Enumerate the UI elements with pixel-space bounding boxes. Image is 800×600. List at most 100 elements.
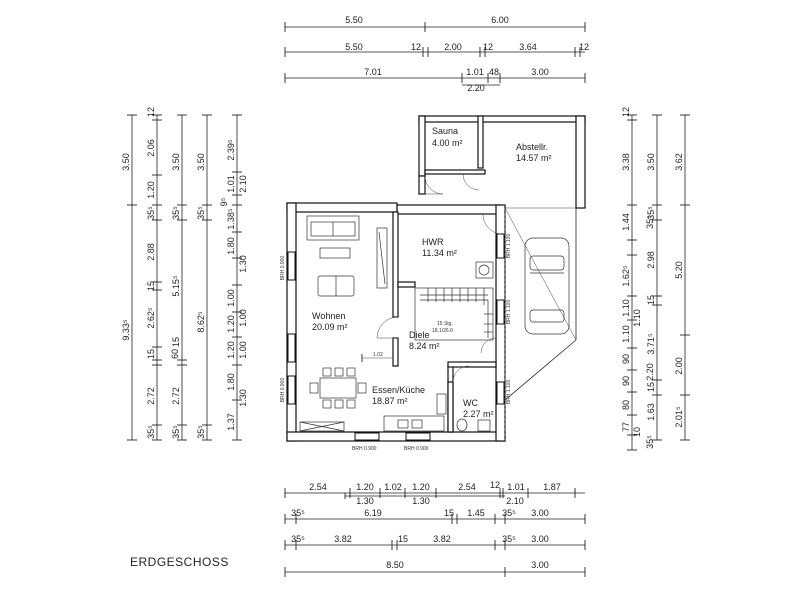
brh-label: BRH 0.900: [280, 378, 286, 403]
dim-left-2: 35⁵: [171, 206, 181, 220]
dim-bottom-3: 15: [398, 534, 408, 544]
dim-left-1: 12: [146, 107, 156, 117]
room-essen-name: Essen/Küche: [372, 385, 425, 395]
dim-right-2: 35⁵: [646, 206, 656, 220]
dim-bottom-3: 35⁵: [291, 534, 305, 544]
stairs-label: 18.1/26.6: [432, 328, 453, 334]
dim-top-3: 3.00: [531, 67, 549, 77]
dim-left-1b: 3.50: [121, 153, 131, 171]
dim-left-2: 5.15⁵: [171, 275, 181, 297]
dim-right-1: 80: [621, 400, 631, 410]
car-icon: [524, 237, 570, 335]
right-dimensions: 12 3.38 1.44 35⁵ 1.62⁵ 1.10 1.10 90 2.20…: [621, 107, 690, 451]
dim-top-1: 6.00: [491, 15, 509, 25]
dim-left-4: 1.00: [238, 341, 248, 359]
dim-bottom-1-sub: 2.10: [506, 496, 524, 506]
left-dimensions: 12 2.06 1.20 35⁵ 2.88 15 2.62⁵ 15 60 2.7…: [121, 107, 248, 441]
dim-bottom-1-sub: 1.30: [356, 496, 374, 506]
dim-right-2: 1.10: [632, 309, 642, 327]
dim-top-2: 3.64: [519, 42, 537, 52]
dim-right-1: 35⁵: [645, 215, 655, 229]
dim-bottom-2: 15: [444, 508, 454, 518]
room-wohnen-name: Wohnen: [312, 311, 345, 321]
dim-left-1: 60: [170, 349, 180, 359]
brh-label: BRH 0.900: [280, 256, 286, 281]
dim-left-4: 2.10: [238, 175, 248, 193]
diele-width-label: 1.02: [373, 352, 383, 358]
stairs-label: 15 Stg.: [437, 321, 453, 327]
dim-left-1: 15: [146, 281, 156, 291]
floor-title: ERDGESCHOSS: [130, 555, 229, 569]
kitchen-counter: [383, 415, 445, 432]
dim-top-2: 12: [483, 42, 493, 52]
dim-right-3: 5.20: [674, 261, 684, 279]
dim-right-2: 15: [646, 295, 656, 305]
dim-bottom-2: 35⁵: [502, 508, 516, 518]
dim-bottom-1-sub: 1.30: [412, 496, 430, 506]
sofa: [306, 215, 360, 241]
dim-right-1: 90: [621, 354, 631, 364]
room-wohnen-area: 20.09 m²: [312, 322, 348, 332]
dim-top-3: 48: [489, 67, 499, 77]
dim-left-3: 35⁵: [196, 206, 206, 220]
dim-top-2: 12: [411, 42, 421, 52]
dim-bottom-2: 3.00: [531, 508, 549, 518]
dim-bottom-4: 3.00: [531, 560, 549, 570]
dim-left-1: 15: [146, 349, 156, 359]
room-labels: Sauna 4.00 m² Abstellr. 14.57 m² HWR 11.…: [280, 126, 552, 452]
dim-left-3: 35⁵: [196, 425, 206, 439]
dim-top-3-sub: 2.20: [467, 83, 485, 93]
dim-bottom-1: 2.54: [458, 482, 476, 492]
dim-left-1: 2.88: [146, 243, 156, 261]
dim-right-2: 3.50: [646, 153, 656, 171]
dim-left-4: 1.37: [226, 413, 236, 431]
dim-right-1: 77: [621, 422, 631, 432]
dim-bottom-1: 1.87: [543, 482, 561, 492]
dim-bottom-1: 1.20: [412, 482, 430, 492]
room-hwr-area: 11.34 m²: [422, 248, 457, 258]
dim-left-1: 2.62⁵: [146, 307, 156, 329]
dim-right-2: 3.71⁵: [646, 333, 656, 355]
room-abstellr-name: Abstellr.: [516, 142, 548, 152]
dim-top-3: 7.01: [364, 67, 382, 77]
dim-left-1: 2.06: [146, 139, 156, 157]
dim-right-2: 1.63: [646, 403, 656, 421]
sideboard: [299, 421, 345, 432]
dim-left-4: 1.00: [226, 289, 236, 307]
dim-left-4: 1.20: [226, 315, 236, 333]
dim-left-4: 1.80: [226, 373, 236, 391]
dim-right-3: 2.00: [674, 357, 684, 375]
dim-bottom-1: 12: [490, 480, 500, 490]
brh-label: BRH 1.100: [506, 380, 512, 405]
dim-top-2: 12: [579, 42, 589, 52]
dim-left-4: 1.00: [238, 309, 248, 327]
toilet-icon: [456, 418, 468, 432]
dim-left-4: 1.38⁵: [226, 208, 236, 230]
dim-top-3: 1.01: [466, 67, 484, 77]
dim-left-4: 1.30: [238, 255, 248, 273]
dim-bottom-1: 1.20: [356, 482, 374, 492]
room-diele-area: 8.24 m²: [409, 341, 440, 351]
dim-left-3: 9⁵: [219, 197, 229, 206]
dim-right-1: 3.38: [621, 153, 631, 171]
dim-bottom-3: 3.82: [433, 534, 451, 544]
dim-bottom-1: 1.01: [507, 482, 525, 492]
dim-bottom-3: 3.82: [334, 534, 352, 544]
brh-label: BRH 0.900: [404, 446, 429, 452]
dim-bottom-2: 1.45: [467, 508, 485, 518]
top-dimensions: 5.50 6.00 5.50 12 2.00 12 3.64 12 7.01 1…: [284, 15, 589, 93]
dim-top-2: 2.00: [444, 42, 462, 52]
room-diele-name: Diele: [409, 330, 430, 340]
dim-left-1: 1.20: [146, 181, 156, 199]
dim-right-3: 3.62: [674, 153, 684, 171]
dim-bottom-4: 8.50: [386, 560, 404, 570]
dim-bottom-3: 3.00: [531, 534, 549, 544]
dim-left-2: 35⁵: [171, 425, 181, 439]
dim-left-1: 35⁵: [146, 425, 156, 439]
dim-left-2: 15: [171, 337, 181, 347]
dim-left-1b: 9.33⁵: [121, 319, 131, 341]
coffee-table: [319, 247, 351, 259]
room-abstellr-area: 14.57 m²: [516, 153, 552, 163]
dim-right-1: 1.10: [621, 299, 631, 317]
dim-top-2: 5.50: [345, 42, 363, 52]
